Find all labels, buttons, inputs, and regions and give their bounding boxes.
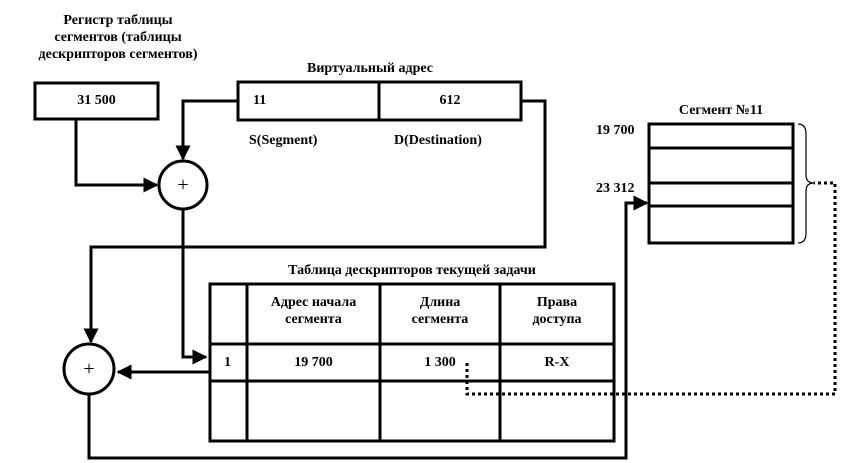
dotted-length-line [465, 181, 837, 396]
segment-register-value: 31 500 [77, 93, 116, 108]
descriptor-table-frame [208, 282, 616, 443]
table-header-rights-line-2: доступа [532, 312, 582, 327]
table-row-start-address: 19 700 [294, 355, 333, 370]
virtual-address-s-label: S(Segment) [249, 133, 318, 148]
virtual-address-title: Виртуальный адрес [307, 61, 433, 76]
table-header-start-address: Адрес начала сегмента [247, 294, 380, 328]
arrow-s-to-adder [175, 99, 238, 161]
virtual-address-s-value: 11 [253, 93, 267, 108]
table-header-start-address-line-1: Адрес начала [270, 295, 357, 310]
segment-physical-address: 23 312 [596, 181, 635, 196]
table-header-start-address-line-2: сегмента [285, 312, 342, 327]
table-header-rights-line-1: Права [536, 295, 578, 310]
descriptor-table-title: Таблица дескрипторов текущей задачи [288, 263, 536, 278]
arrow-adder-to-table [181, 209, 208, 365]
segment-register-caption-line-2: сегментов (таблицы [54, 30, 182, 45]
table-header-length-line-1: Длина [419, 295, 461, 310]
segment-register-box [33, 81, 160, 121]
arrow-adder-to-segment [87, 195, 649, 460]
table-row-length: 1 300 [424, 355, 456, 370]
segment-register-caption: Регистр таблицы сегментов (таблицы дескр… [18, 12, 218, 63]
adder-top-symbol: + [177, 174, 189, 196]
segment-register-caption-line-3: дескрипторов сегментов) [38, 47, 198, 62]
segment-register-caption-line-1: Регистр таблицы [63, 13, 173, 28]
adder-bottom-symbol: + [83, 358, 95, 380]
table-row-index: 1 [224, 355, 231, 370]
segment-title: Сегмент №11 [678, 103, 764, 118]
arrow-d-to-adder [83, 99, 547, 344]
arrow-register-to-adder [74, 119, 159, 193]
table-row-rights: R-X [544, 355, 570, 370]
virtual-address-d-value: 612 [439, 93, 461, 108]
segment-start-address: 19 700 [596, 123, 635, 138]
table-header-length: Длина сегмента [380, 294, 500, 328]
table-header-length-line-2: сегмента [411, 312, 469, 327]
segment-brace [797, 123, 815, 244]
table-header-rights: Права доступа [500, 294, 614, 328]
virtual-address-d-label: D(Destination) [394, 133, 482, 148]
